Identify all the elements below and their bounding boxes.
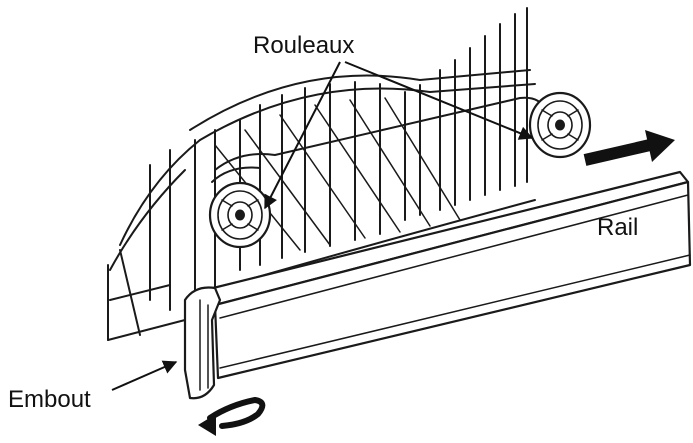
rollers-label: Rouleaux bbox=[253, 32, 355, 59]
end-cap-label: Embout bbox=[8, 386, 91, 413]
end-cap bbox=[183, 286, 222, 400]
rail-label: Rail bbox=[597, 214, 639, 241]
rack-bracing bbox=[214, 97, 461, 251]
rack-tines-middle bbox=[239, 81, 381, 271]
leader-lines bbox=[111, 61, 534, 391]
direction-arrow-icon bbox=[583, 130, 675, 166]
rotation-arrow-icon bbox=[198, 396, 266, 436]
rail bbox=[203, 170, 692, 380]
front-roller bbox=[208, 181, 272, 249]
rack-tines-rear bbox=[404, 7, 528, 221]
rear-roller bbox=[528, 91, 592, 159]
